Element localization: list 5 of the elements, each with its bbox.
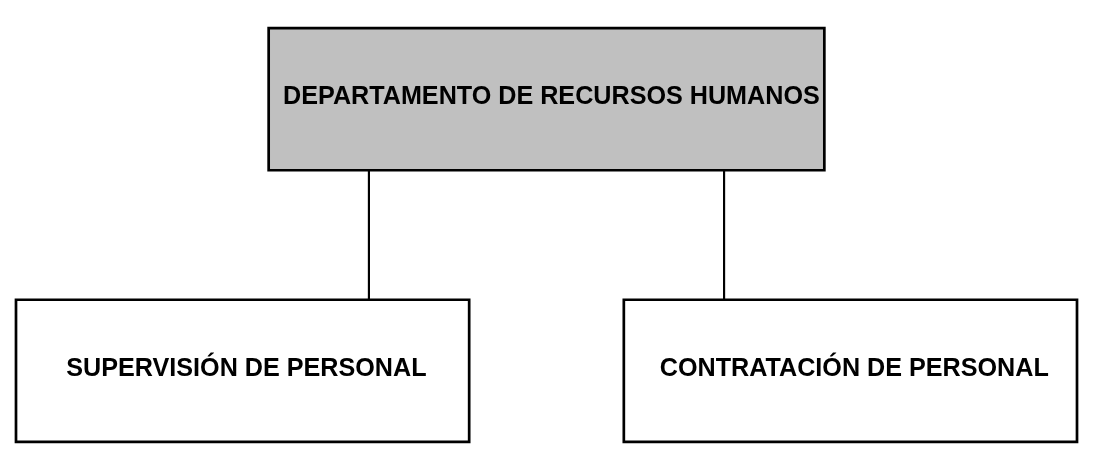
node-box: CONTRATACIÓN DE PERSONAL bbox=[622, 297, 1079, 443]
connector bbox=[723, 170, 726, 299]
node-box: SUPERVISIÓN DE PERSONAL bbox=[14, 297, 471, 443]
connector bbox=[367, 170, 370, 299]
node-box: DEPARTAMENTO DE RECURSOS HUMANOS bbox=[267, 26, 826, 172]
